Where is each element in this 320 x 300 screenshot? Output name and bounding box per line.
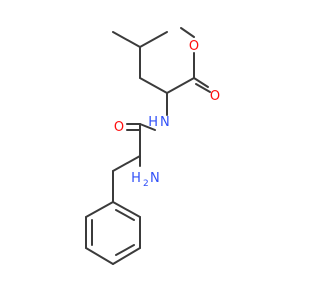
ring-bond-3 xyxy=(112,247,141,265)
ring-inner-2 xyxy=(115,244,135,256)
ring-bond-1 xyxy=(112,201,141,218)
ring-bond-4 xyxy=(85,247,114,265)
ring-inner-1 xyxy=(115,209,135,221)
amide-oxygen-label: O xyxy=(114,120,124,135)
bond-alpha2-ch2 xyxy=(112,155,141,172)
ester-oxygen-methyl-label: O xyxy=(189,39,199,54)
amine-h-label: H xyxy=(131,171,141,186)
bond-n-amide-c xyxy=(139,123,156,131)
molecule-canvas: O O H N O H 2 N xyxy=(85,27,220,265)
ring-bond-6 xyxy=(85,201,114,218)
bond-alpha-carbonyl xyxy=(166,77,195,94)
amine-subscript-label: 2 xyxy=(143,179,149,189)
bond-methyl-right xyxy=(139,31,168,48)
amide-n-label: N xyxy=(160,115,170,130)
bond-carbonyl-o-double-a xyxy=(193,77,209,88)
amine-n-label: N xyxy=(150,171,160,186)
amide-h-label: H xyxy=(148,115,158,130)
bond-methyl-left xyxy=(112,31,141,48)
bond-ch2-alpha xyxy=(139,77,168,94)
structure-diagram: O O H N O H 2 N xyxy=(85,27,220,265)
bond-carbonyl-o-double-b xyxy=(195,83,211,93)
bond-o-methyl xyxy=(180,27,195,38)
ester-oxygen-carbonyl-label: O xyxy=(210,89,220,104)
